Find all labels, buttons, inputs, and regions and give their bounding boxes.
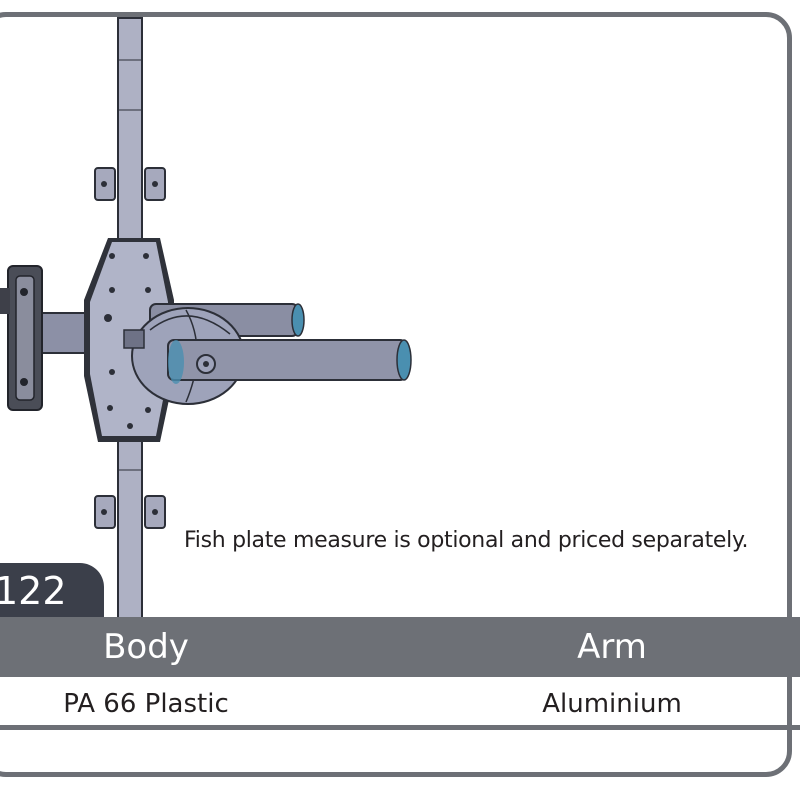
main-arm [167,339,412,384]
product-code-tab: 122 [0,563,104,619]
value-arm: Aluminium [542,689,682,719]
value-body: PA 66 Plastic [63,689,229,719]
inner-handle [0,265,43,411]
header-arm: Arm [577,627,647,667]
upper-guide-bracket [94,167,166,201]
lower-guide-bracket [94,495,166,529]
spec-table-values: PA 66 Plastic Aluminium [0,677,800,730]
product-code: 122 [0,569,67,613]
header-body: Body [103,627,189,667]
page-frame [0,12,792,777]
spec-table-header: Body Arm [0,617,800,677]
lock-illustration [0,17,412,619]
fish-plate-note: Fish plate measure is optional and price… [184,528,749,553]
